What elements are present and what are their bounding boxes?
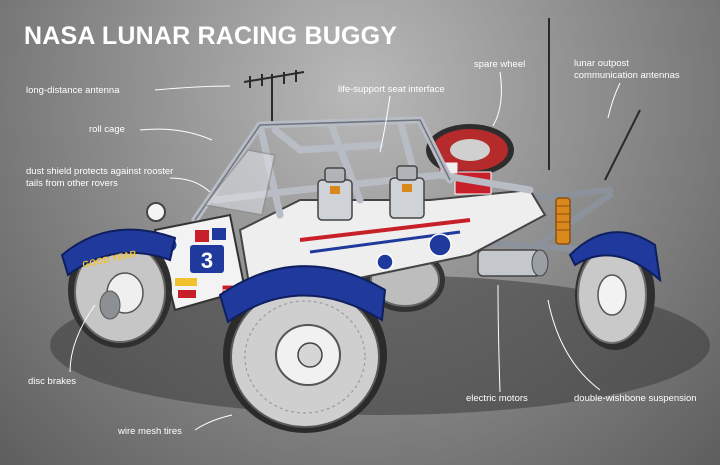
spare-wheel-icon — [426, 124, 514, 176]
page-title: NASA LUNAR RACING BUGGY — [24, 22, 398, 50]
label-roll-cage: roll cage — [89, 124, 125, 135]
dust-shield — [203, 149, 276, 216]
electric-motor-icon — [477, 249, 549, 277]
car-number: 3 — [201, 248, 213, 273]
label-spare-wheel: spare wheel — [474, 59, 526, 70]
label-electric-motors: electric motors — [466, 393, 528, 404]
label-life-support: life-support seat interface — [338, 84, 445, 95]
long-distance-antenna-icon — [243, 70, 305, 125]
label-disc-brakes: disc brakes — [28, 376, 77, 387]
front-right-wheel — [218, 265, 387, 433]
label-comm-antennas: lunar outpost communication antennas — [574, 58, 680, 81]
seat-interface — [317, 165, 425, 221]
label-long-distance-antenna: long-distance antenna — [26, 85, 120, 96]
headlight — [146, 202, 166, 222]
label-wire-mesh-tires: wire mesh tires — [118, 426, 182, 437]
shock-spring — [555, 197, 571, 245]
comm-antenna-icon — [548, 18, 641, 181]
label-suspension: double-wishbone suspension — [574, 393, 697, 404]
label-dust-shield: dust shield protects against rooster tai… — [26, 166, 174, 189]
front-left-wheel: GOOD YEAR — [60, 228, 177, 348]
